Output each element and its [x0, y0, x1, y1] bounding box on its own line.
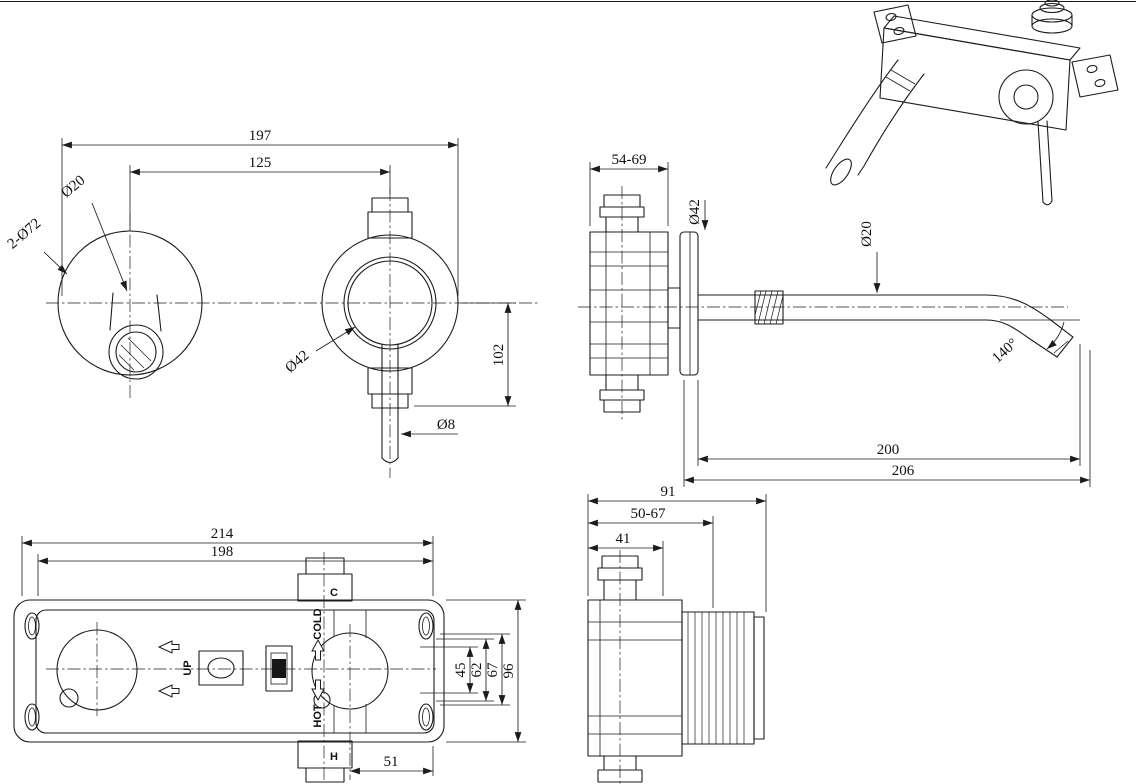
screw-slot: [24, 612, 40, 640]
stop-block: [265, 645, 293, 692]
dim-50-67: 50-67: [631, 506, 666, 522]
handle-escutcheon: [321, 234, 459, 372]
spout-port: [56, 629, 138, 711]
spout-bend: [985, 294, 1074, 338]
down-arrow-icon: [311, 679, 325, 702]
knurled-ring: [754, 290, 784, 325]
left-arrow-icon: [157, 640, 180, 654]
dim-62: 62: [469, 663, 485, 678]
screw-slot: [418, 703, 434, 731]
wall-flange: [679, 231, 699, 376]
valve-housing: [35, 609, 435, 734]
label-hot: HOT: [312, 704, 324, 728]
spout-3d: [825, 59, 899, 169]
mounting-plate: [13, 599, 445, 743]
up-arrow-icon: [311, 638, 325, 661]
mounting-ear-left: [873, 4, 917, 44]
aerator: [115, 331, 157, 373]
label-cold: COLD: [312, 608, 324, 639]
valve-body-side: [587, 599, 683, 757]
dim-2-phi72: 2-Ø72: [5, 215, 45, 252]
screw-slot: [24, 703, 40, 731]
dim-54-69: 54-69: [612, 152, 647, 168]
cartridge-port: [311, 632, 389, 710]
valve-box-front: [879, 27, 1071, 131]
dim-206: 206: [892, 463, 915, 479]
spout-outlet: [108, 324, 164, 380]
label-up: UP: [182, 660, 194, 675]
screw-slot: [418, 612, 434, 640]
dim-197: 197: [249, 128, 272, 144]
dim-91: 91: [661, 484, 676, 500]
dim-phi42: Ø42: [282, 348, 312, 377]
dim-phi20-side: Ø20: [859, 221, 875, 247]
handle-lever-3d: [1037, 121, 1044, 203]
dim-102: 102: [491, 344, 507, 367]
dim-45: 45: [453, 663, 469, 678]
dim-198: 198: [211, 544, 234, 560]
dim-214: 214: [211, 526, 234, 542]
valve-box-top: [883, 15, 1081, 61]
perspective-view: [825, 0, 1119, 206]
cartridge-top: [1031, 18, 1073, 34]
label-c: C: [330, 587, 338, 599]
dim-41: 41: [616, 531, 631, 547]
dim-200: 200: [877, 442, 900, 458]
dim-140deg: 140°: [989, 336, 1021, 367]
dim-phi8: Ø8: [437, 417, 455, 433]
mounting-ear-right: [1071, 54, 1119, 98]
spout-mouth: [830, 158, 852, 186]
front-view: 197 125 102 Ø20 2-Ø72 Ø42 Ø8: [5, 128, 540, 478]
rough-in-plan-view: UP C COLD HOT H 214 198 45 62 6: [13, 526, 526, 783]
valve-body: [589, 231, 669, 376]
cold-inlet-bracket: [305, 557, 345, 575]
dim-phi42-side: Ø42: [687, 199, 703, 225]
label-h: H: [330, 751, 338, 763]
handle-knob: [998, 69, 1054, 125]
left-arrow-icon: [157, 684, 180, 698]
dim-phi20: Ø20: [58, 173, 88, 202]
rough-in-side-view: 91 50-67 41: [587, 484, 767, 784]
side-view: 54-69 Ø42 Ø20 140° 200 206: [578, 152, 1091, 487]
dim-51: 51: [384, 754, 399, 770]
threaded-sleeve: [681, 611, 755, 745]
hot-inlet-bracket: [297, 740, 353, 769]
spout-escutcheon: [57, 230, 203, 376]
dim-67: 67: [485, 662, 501, 678]
dim-96: 96: [501, 663, 517, 679]
adjuster-block: [198, 650, 244, 686]
dim-125: 125: [249, 155, 272, 171]
